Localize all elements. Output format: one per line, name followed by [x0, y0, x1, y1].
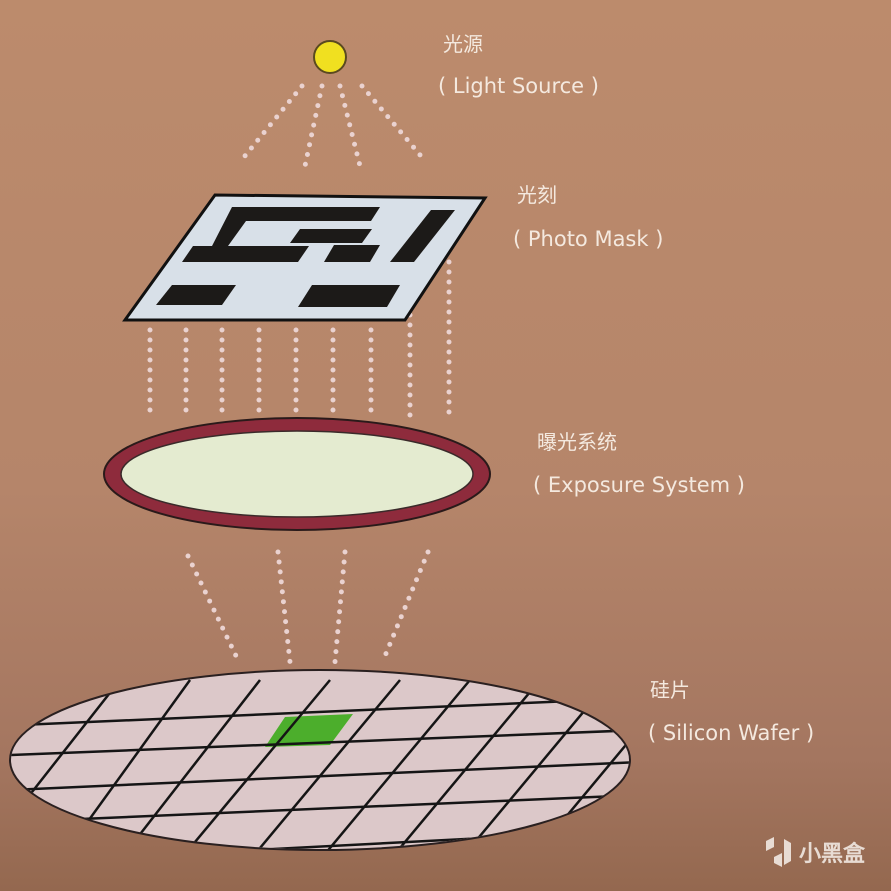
watermark-text: 小黑盒	[798, 842, 865, 867]
heybox-logo-icon	[765, 837, 791, 867]
silicon-wafer-label-zh: 硅片	[650, 678, 690, 702]
mask-rays	[147, 259, 452, 421]
exposure-lens	[103, 417, 491, 531]
light-source-label-zh: 光源	[443, 32, 483, 56]
exposure-system-label-en: ( Exposure System )	[533, 473, 745, 497]
exposed-die	[265, 714, 353, 747]
watermark: 小黑盒	[763, 835, 865, 869]
photo-mask-label-zh: 光刻	[517, 183, 557, 207]
silicon-wafer-label-en: ( Silicon Wafer )	[648, 721, 815, 745]
photo-mask-label-en: ( Photo Mask )	[513, 227, 664, 251]
light-rays	[237, 83, 429, 169]
light-source-icon	[313, 40, 347, 74]
photo-mask	[122, 193, 488, 322]
light-source-label-en: ( Light Source )	[438, 74, 599, 98]
exposure-system-label-zh: 曝光系统	[537, 430, 617, 454]
lens-rays	[185, 549, 431, 665]
silicon-wafer	[9, 669, 631, 851]
